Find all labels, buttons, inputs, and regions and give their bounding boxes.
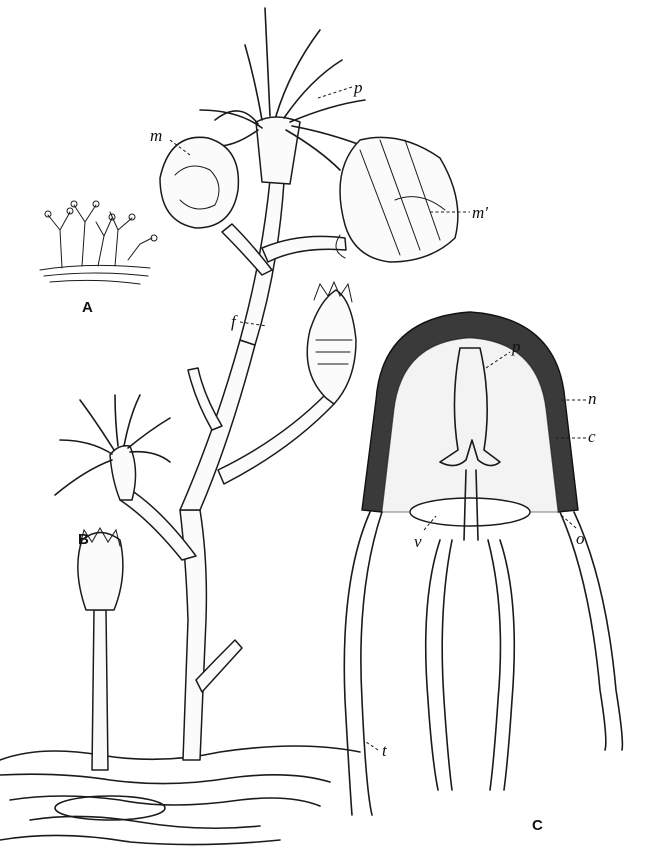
medusa-c-drawing [344,312,622,815]
label-o: o [576,529,585,548]
label-f: f [231,312,238,331]
label-v: v [414,532,422,551]
colony-stalk [120,180,346,760]
label-m: m [150,126,162,145]
budding-hydranth-drawing [307,282,356,404]
label-p-upper: p [353,78,363,97]
young-polyp-drawing [78,528,123,770]
hydranth-b-drawing [55,395,170,500]
attached-medusa-drawing [336,137,458,262]
label-c: c [588,427,596,446]
label-m-prime: m' [472,203,488,222]
substrate-roots [0,746,360,845]
part-label-a: A [82,299,93,316]
medusa-bud-drawing [160,137,238,228]
label-t: t [382,741,388,760]
part-label-c: C [532,817,543,834]
part-label-b: B [78,531,89,548]
label-p-medusa: p [511,337,521,356]
colony-inset-drawing [40,201,157,284]
label-n: n [588,389,597,408]
